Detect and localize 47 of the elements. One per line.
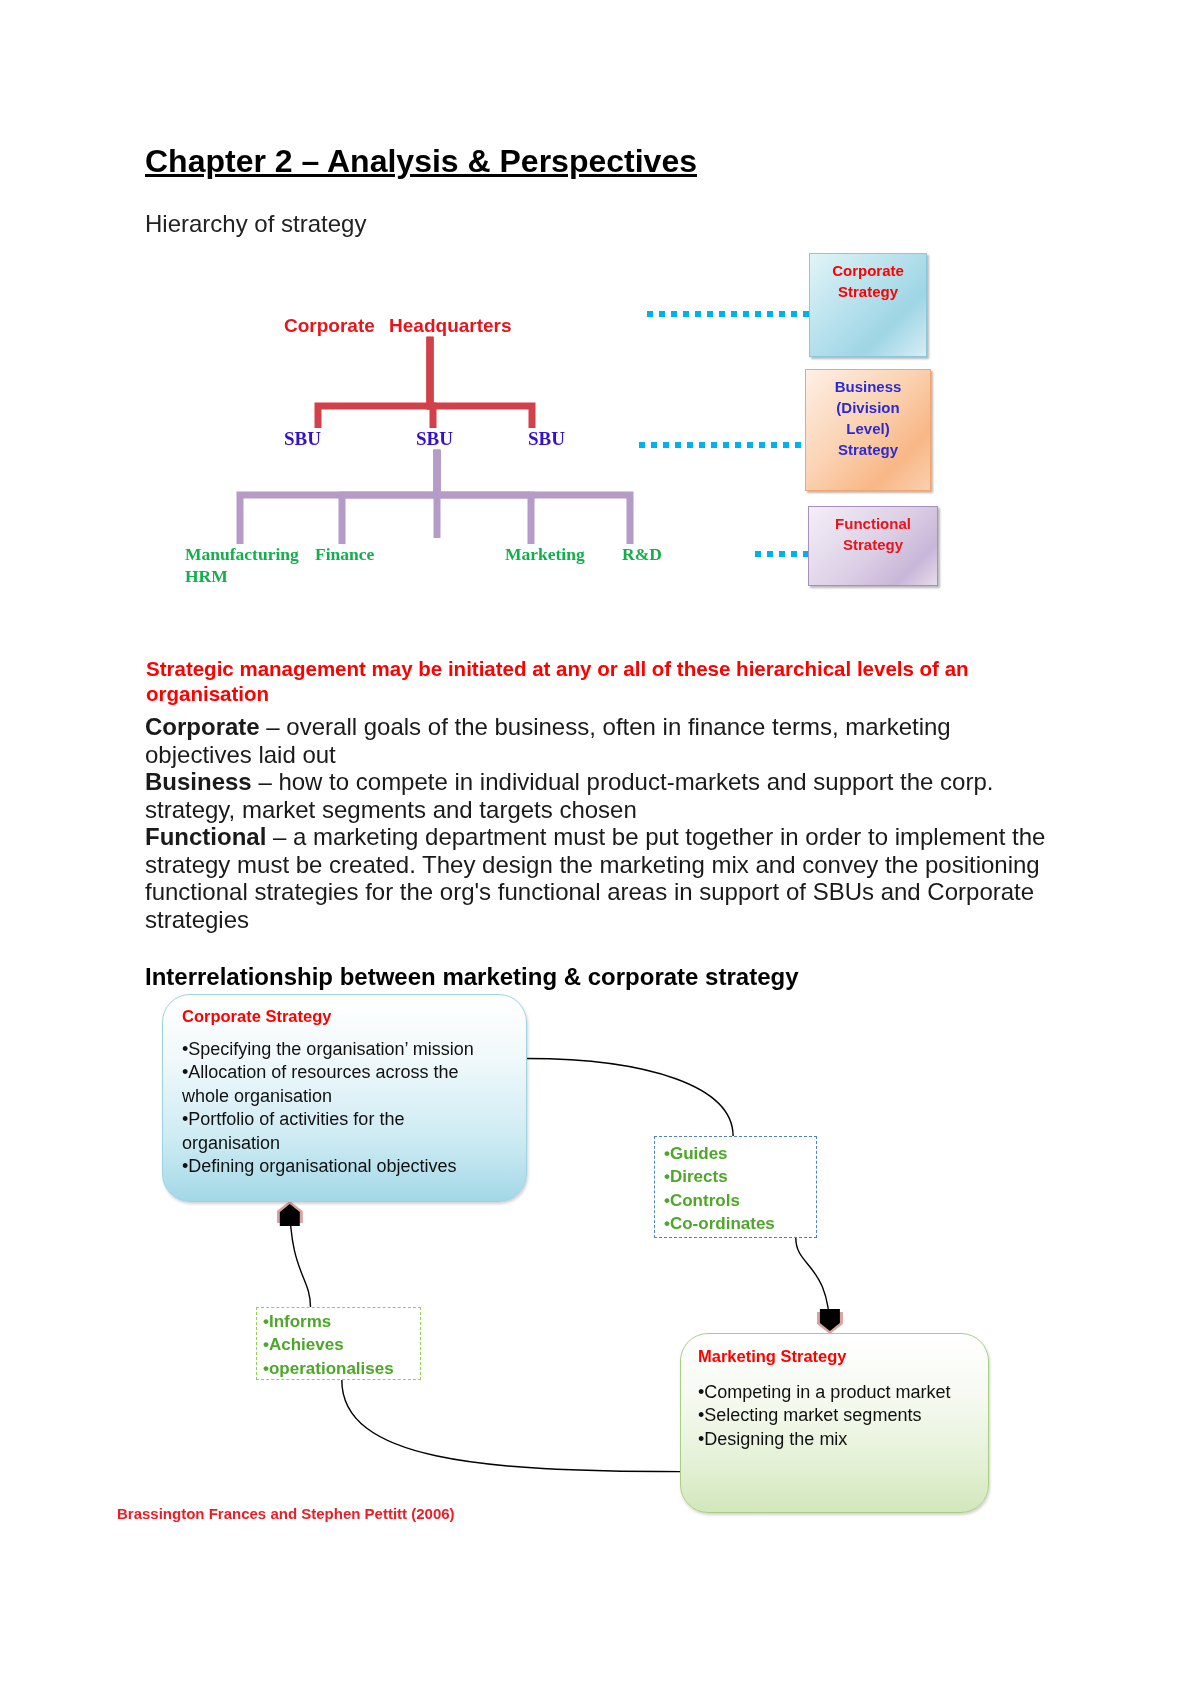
bullet-item: •Competing in a product market: [698, 1381, 952, 1404]
department-label: Manufacturing: [185, 544, 299, 565]
department-label: R&D: [622, 544, 662, 565]
heading-label: Corporate Headquarters: [284, 315, 512, 337]
bullet-item: •Defining organisational objectives: [182, 1155, 458, 1179]
rounded-box: [162, 994, 527, 1202]
dotted-line: [647, 311, 809, 317]
box-label: Functional Strategy: [834, 514, 912, 555]
curved-line: [526, 1057, 734, 1137]
dashed-box: [256, 1307, 421, 1380]
box-title: Corporate Strategy: [182, 1006, 333, 1027]
curved-line: [341, 1379, 681, 1473]
box-label: Corporate Strategy: [831, 261, 905, 302]
unit-label: SBU: [528, 428, 565, 450]
subheading: Hierarchy of strategy: [145, 210, 367, 239]
bullet-item: •Allocation of resources across the whole organisation: [182, 1061, 460, 1108]
bullet-item: •Achieves: [263, 1334, 345, 1357]
level-box: [808, 506, 938, 586]
level-box: [805, 369, 931, 491]
department-label: Marketing: [505, 544, 585, 565]
department-label: HRM: [185, 566, 228, 587]
box-label: Business (Division Level) Strategy: [833, 377, 903, 460]
bullet-item: •Designing the mix: [698, 1427, 849, 1451]
definition-text: Functional – a marketing department must be put together in order to implement the strategy must be created. They design the marketing mix and convey the positioning functional strategies for the org's functional areas in support of SBUs and Corporate strategies: [145, 823, 1047, 934]
dotted-line: [755, 551, 808, 557]
section-heading: Interrelationship between marketing & corporate strategy: [145, 963, 799, 992]
unit-label: SBU: [416, 428, 453, 450]
page-title: Chapter 2 – Analysis & Perspectives: [145, 142, 697, 180]
bullet-item: •operationalises: [263, 1357, 395, 1380]
bullet-item: •Guides: [664, 1143, 729, 1165]
bullet-item: •Specifying the organisation’ mission: [182, 1038, 475, 1061]
bullet-item: •Co-ordinates: [664, 1212, 776, 1235]
rounded-box: [680, 1333, 989, 1513]
bullet-item: •Controls: [664, 1189, 741, 1212]
bullet-item: •Portfolio of activities for the organisation: [182, 1108, 406, 1155]
source-citation: Brassington Frances and Stephen Pettitt (2006): [117, 1505, 455, 1523]
level-box: [809, 253, 927, 357]
definition-text: Business – how to compete in individual product-markets and support the corp. strategy, market segments and targets chosen: [145, 768, 995, 824]
dashed-box: [654, 1136, 817, 1238]
note-text: Strategic management may be initiated at any or all of these hierarchical levels of an organisation: [146, 656, 970, 706]
bullet-item: •Directs: [664, 1166, 729, 1189]
bullet-item: •Informs: [263, 1311, 333, 1333]
box-title: Marketing Strategy: [698, 1346, 848, 1367]
definition-text: Corporate – overall goals of the business, often in finance terms, marketing objectives laid out: [145, 713, 952, 769]
department-label: Finance: [315, 544, 375, 565]
bullet-item: •Selecting market segments: [698, 1404, 923, 1428]
unit-label: SBU: [284, 428, 321, 450]
